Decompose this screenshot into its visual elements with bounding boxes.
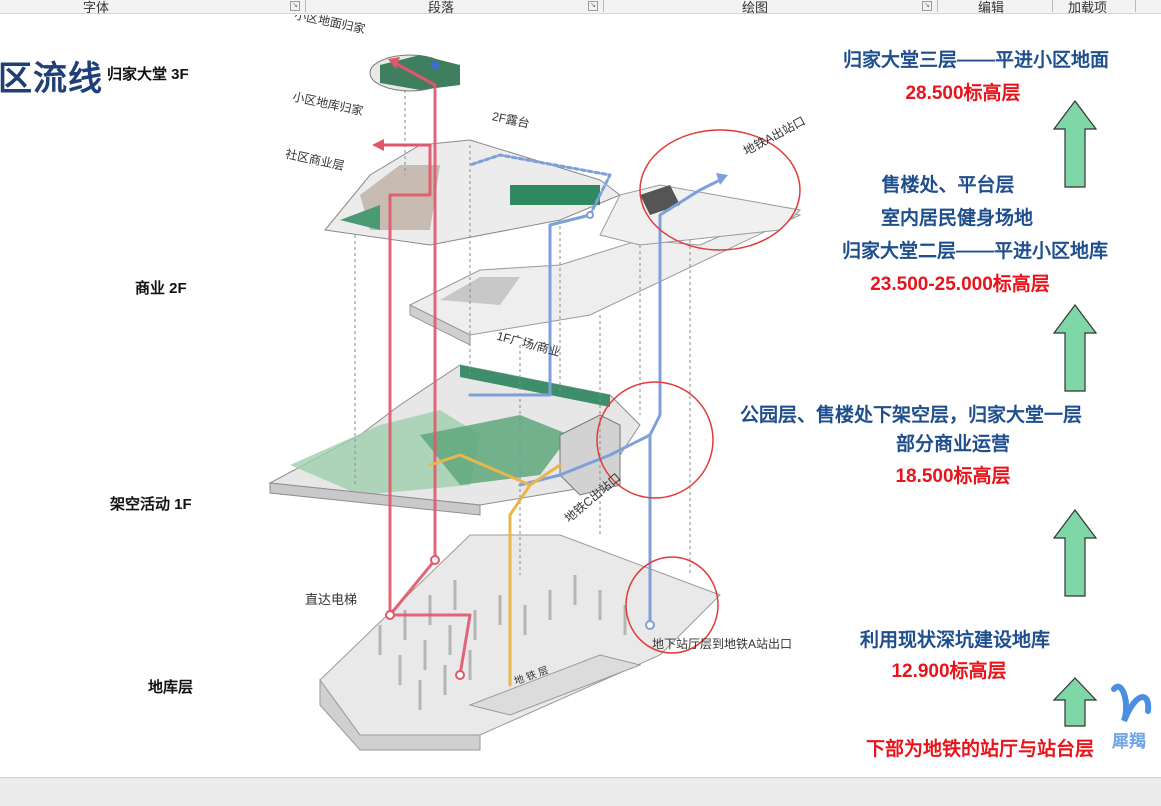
status-bar bbox=[0, 777, 1161, 806]
annotation-3f-text: 归家大堂三层——平进小区地面 bbox=[842, 50, 1109, 71]
annotation-3f-elevation: 28.500标高层 bbox=[905, 83, 1021, 104]
up-arrow-icon bbox=[1052, 509, 1098, 597]
level-2f-commerce-shape bbox=[408, 209, 802, 346]
ribbon-group-editing: 编辑 bbox=[978, 0, 1005, 15]
floor-label-1f: 架空活动 1F bbox=[110, 496, 192, 513]
label-station-to-a: 地下站厅层到地铁A站出口 bbox=[652, 637, 793, 651]
annotation-1f-line2: 部分商业运营 bbox=[895, 434, 1010, 455]
ribbon-group-drawing: 绘图 bbox=[742, 0, 769, 15]
ribbon-group-font: 字体 bbox=[83, 0, 110, 15]
drawing-dialog-launcher-icon[interactable]: ↘ bbox=[922, 1, 932, 11]
paragraph-dialog-launcher-icon[interactable]: ↘ bbox=[588, 1, 598, 11]
annotation-basement-text: 利用现状深坑建设地库 bbox=[859, 630, 1050, 651]
annotation-metro-text: 下部为地铁的站厅与站台层 bbox=[865, 739, 1094, 760]
annotation-basement-elevation: 12.900标高层 bbox=[891, 661, 1007, 682]
slide-canvas[interactable]: 区流线 归家大堂 3F 商业 2F 架空活动 1F 地库层 小区地面归家 小区地… bbox=[0, 15, 1161, 777]
ribbon-separator bbox=[603, 0, 604, 12]
floor-label-2f: 商业 2F bbox=[135, 280, 187, 297]
annotation-1f-elevation: 18.500标高层 bbox=[895, 466, 1011, 487]
axonometric-circulation-diagram bbox=[268, 54, 802, 751]
ribbon-group-labels: 字体 ↘ 段落 ↘ 绘图 ↘ 编辑 加载项 bbox=[0, 0, 1161, 15]
up-arrow-icon bbox=[1052, 677, 1098, 727]
font-dialog-launcher-icon[interactable]: ↘ bbox=[290, 1, 300, 11]
projection-lines bbox=[354, 90, 691, 575]
highlight-circles bbox=[596, 129, 801, 654]
floor-label-basement: 地库层 bbox=[148, 679, 194, 696]
ribbon-separator bbox=[305, 0, 306, 12]
annotation-2f-line1: 售楼处、平台层 bbox=[881, 175, 1015, 196]
route-yellow bbox=[428, 453, 562, 687]
ribbon-separator bbox=[937, 0, 938, 12]
slide-title: 区流线 bbox=[0, 60, 103, 98]
basement-level-shape bbox=[319, 534, 721, 751]
up-arrow-icon bbox=[1052, 100, 1098, 188]
route-red bbox=[372, 57, 472, 680]
annotation-2f-elevation: 23.500-25.000标高层 bbox=[870, 274, 1050, 295]
level-1f-plaza-shape bbox=[268, 364, 641, 516]
floor-label-3f: 归家大堂 3F bbox=[107, 66, 189, 83]
label-direct-elevator: 直达电梯 bbox=[305, 592, 358, 607]
ribbon-separator bbox=[1052, 0, 1053, 12]
ribbon-group-paragraph: 段落 bbox=[428, 0, 455, 15]
ribbon-separator bbox=[1135, 0, 1136, 12]
watermark-logo-icon: 犀羯 bbox=[1111, 683, 1152, 752]
annotation-1f-line1: 公园层、售楼处下架空层，归家大堂一层 bbox=[740, 405, 1083, 426]
watermark-text: 犀羯 bbox=[1112, 731, 1146, 752]
annotation-2f-line2: 室内居民健身场地 bbox=[880, 208, 1033, 229]
up-arrow-icon bbox=[1052, 304, 1098, 392]
annotation-2f-line3: 归家大堂二层——平进小区地库 bbox=[841, 241, 1108, 262]
level-3f-lobby-shape bbox=[324, 139, 802, 246]
ribbon-group-addins: 加载项 bbox=[1068, 0, 1108, 15]
